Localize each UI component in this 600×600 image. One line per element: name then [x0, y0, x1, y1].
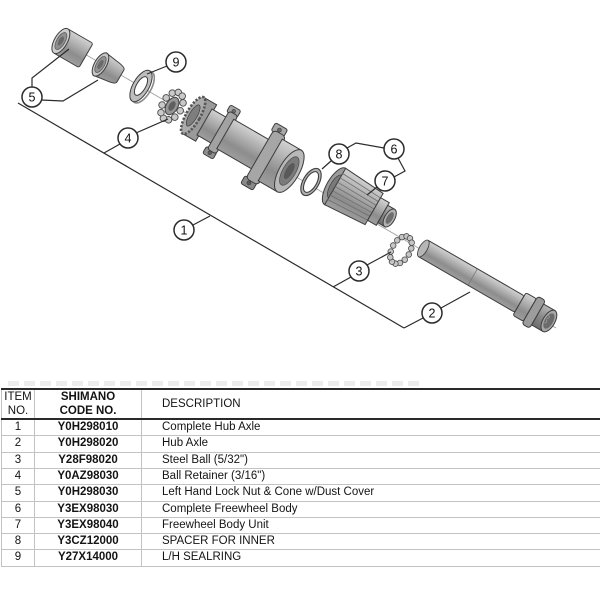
callouts: 1 2 3 4 5 6 7 [21, 51, 443, 324]
cell-code: Y3EX98030 [34, 500, 142, 518]
leader-callout6-to-8 [346, 142, 385, 149]
leader-callout6-to-7 [393, 157, 406, 178]
part-ball-retainer-left [157, 88, 187, 124]
leader-callout7-to-part [366, 186, 378, 196]
cell-description: Steel Ball (5/32") [141, 451, 600, 469]
cell-code: Y0H298020 [34, 435, 142, 453]
svg-text:4: 4 [125, 131, 132, 145]
table-row: 1 Y0H298010 Complete Hub Axle [1, 418, 600, 437]
cell-code: Y0AZ98030 [34, 467, 142, 486]
parts-table: ITEM NO. SHIMANO CODE NO. DESCRIPTION 1 … [1, 387, 600, 567]
header-code-line2: CODE NO. [59, 405, 117, 418]
cell-item-no: 7 [1, 516, 35, 535]
cell-code: Y3EX98040 [34, 516, 142, 535]
table-row: 2 Y0H298020 Hub Axle [1, 435, 600, 453]
cell-item-no: 4 [1, 467, 35, 486]
callout-9: 9 [165, 51, 187, 73]
table-row: 7 Y3EX98040 Freewheel Body Unit [1, 516, 600, 535]
leader-callout4-to-part [135, 118, 169, 134]
part-ball-retainer-right [387, 233, 415, 267]
cell-item-no: 2 [1, 435, 35, 453]
table-row: 8 Y3CZ12000 SPACER FOR INNER [1, 533, 600, 551]
cell-code: Y0H298010 [34, 418, 142, 437]
table-header-row: ITEM NO. SHIMANO CODE NO. DESCRIPTION [1, 387, 600, 421]
cell-description: Complete Freewheel Body [141, 500, 600, 518]
exploded-hub-diagram: 1 2 3 4 5 6 7 [17, 27, 558, 333]
header-description: DESCRIPTION [141, 387, 600, 421]
cell-description: Complete Hub Axle [141, 418, 600, 437]
header-item-line2: NO. [7, 405, 29, 418]
leader-callout3-to-line [332, 276, 352, 288]
callout-5: 5 [21, 86, 43, 108]
callout-6: 6 [383, 138, 405, 160]
leader-callout5-to-locknut [31, 48, 70, 87]
leader-callout2-to-part [440, 291, 471, 309]
cell-item-no: 1 [1, 418, 35, 437]
cell-item-no: 9 [1, 549, 35, 567]
cell-description: L/H SEALRING [141, 549, 600, 567]
callout-3: 3 [348, 260, 370, 282]
leader-callout8-to-part [321, 160, 332, 170]
callout-1: 1 [173, 219, 195, 241]
cell-description: SPACER FOR INNER [141, 533, 600, 551]
leader-callout4-to-line [103, 143, 121, 154]
callout-7: 7 [374, 170, 396, 192]
leader-callout9-to-part [146, 65, 168, 75]
part-hub-body [179, 95, 305, 193]
svg-text:3: 3 [356, 264, 363, 278]
table-row: 4 Y0AZ98030 Ball Retainer (3/16") [1, 467, 600, 486]
leader-callout1-stub [192, 215, 211, 226]
cell-code: Y28F98020 [34, 451, 142, 469]
header-shimano-code: SHIMANO CODE NO. [34, 387, 142, 421]
table-row: 3 Y28F98020 Steel Ball (5/32") [1, 451, 600, 469]
cell-code: Y27X14000 [34, 549, 142, 567]
cell-item-no: 6 [1, 500, 35, 518]
table-row: 5 Y0H298030 Left Hand Lock Nut & Cone w/… [1, 484, 600, 502]
leader-callout3-to-part [366, 251, 392, 266]
cell-description: Freewheel Body Unit [141, 516, 600, 535]
svg-text:5: 5 [29, 90, 36, 104]
part-hub-axle [417, 239, 558, 333]
table-row: 6 Y3EX98030 Complete Freewheel Body [1, 500, 600, 518]
part-cone [91, 51, 125, 84]
cell-item-no: 3 [1, 451, 35, 469]
svg-text:9: 9 [173, 55, 180, 69]
svg-text:6: 6 [391, 142, 398, 156]
callout-4: 4 [117, 127, 139, 149]
svg-text:8: 8 [336, 147, 343, 161]
leader-complete-axle [17, 102, 405, 329]
cell-code: Y0H298030 [34, 484, 142, 502]
leader-lines [17, 48, 471, 329]
table-row: 9 Y27X14000 L/H SEALRING [1, 549, 600, 567]
svg-text:7: 7 [382, 174, 389, 188]
part-inner-spacer-ring [300, 167, 322, 197]
cell-item-no: 8 [1, 533, 35, 551]
cell-code: Y3CZ12000 [34, 533, 142, 551]
part-freewheel-body [321, 167, 397, 228]
svg-text:2: 2 [429, 306, 436, 320]
part-sealring [129, 69, 156, 104]
cell-description: Left Hand Lock Nut & Cone w/Dust Cover [141, 484, 600, 502]
cell-item-no: 5 [1, 484, 35, 502]
cell-description: Ball Retainer (3/16") [141, 467, 600, 486]
cell-description: Hub Axle [141, 435, 600, 453]
header-item-no: ITEM NO. [1, 387, 35, 421]
svg-text:1: 1 [181, 223, 188, 237]
part-lock-nut [51, 27, 93, 68]
header-code-line1: SHIMANO [60, 391, 116, 403]
callout-8: 8 [328, 143, 350, 165]
leader-callout5-to-cone [40, 79, 99, 102]
faded-watermark-text [8, 381, 420, 386]
callout-2: 2 [421, 302, 443, 324]
header-item-line1: ITEM [4, 391, 32, 403]
leader-callout2-to-line [403, 317, 424, 329]
